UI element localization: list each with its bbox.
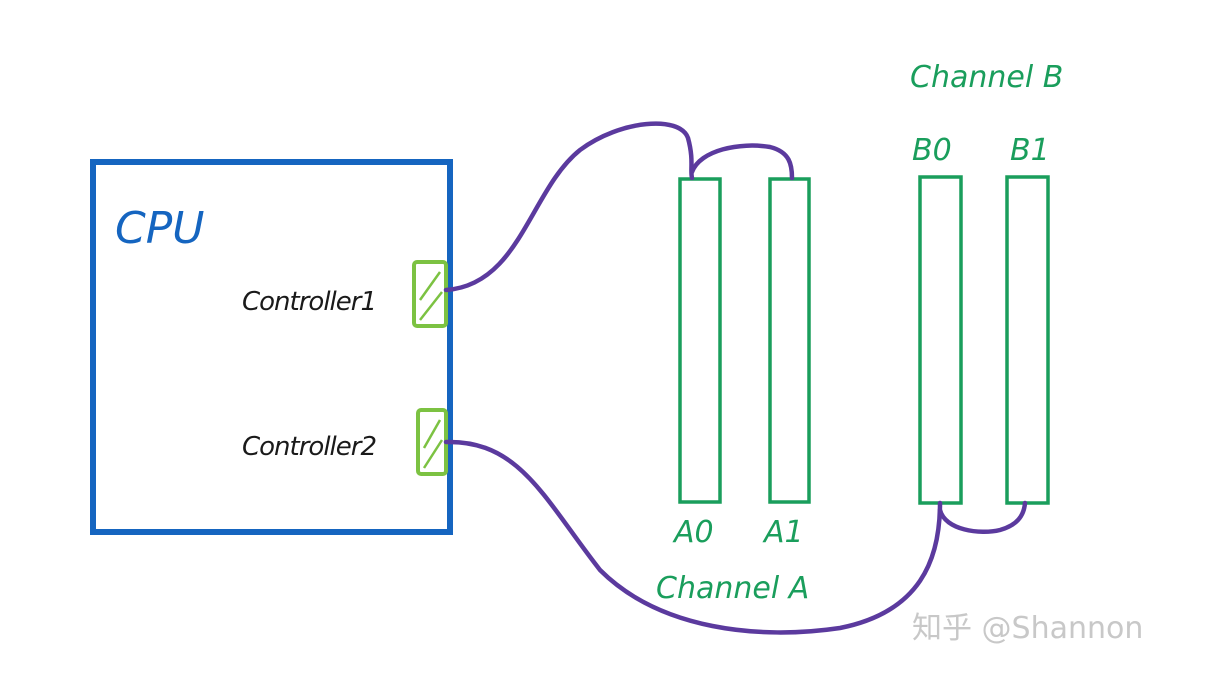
wire-controller2-channel-b <box>443 439 943 635</box>
slot-a0-label: A0 <box>672 515 714 550</box>
slot-a1 <box>768 177 811 504</box>
channel-a-label: Channel A <box>656 571 809 606</box>
wire-controller1-channel-a <box>443 121 695 293</box>
wire-a0-a1-link <box>689 143 795 181</box>
cpu-label: CPU <box>115 203 204 254</box>
slot-a0 <box>678 177 722 504</box>
slot-b0-label: B0 <box>912 133 952 168</box>
controller1-block <box>412 260 448 328</box>
slot-b0 <box>918 175 963 505</box>
channel-b-label: Channel B <box>910 60 1063 95</box>
controller1-label: Controller1 <box>242 287 376 317</box>
wire-b0-b1-link <box>937 500 1028 535</box>
slot-b1-label: B1 <box>1010 133 1050 168</box>
controller2-block <box>416 408 448 476</box>
slot-a1-label: A1 <box>762 515 804 550</box>
slot-b1 <box>1005 175 1050 505</box>
controller2-label: Controller2 <box>242 432 376 462</box>
cpu-box <box>90 159 453 535</box>
watermark-text: 知乎 @Shannon <box>912 611 1143 646</box>
